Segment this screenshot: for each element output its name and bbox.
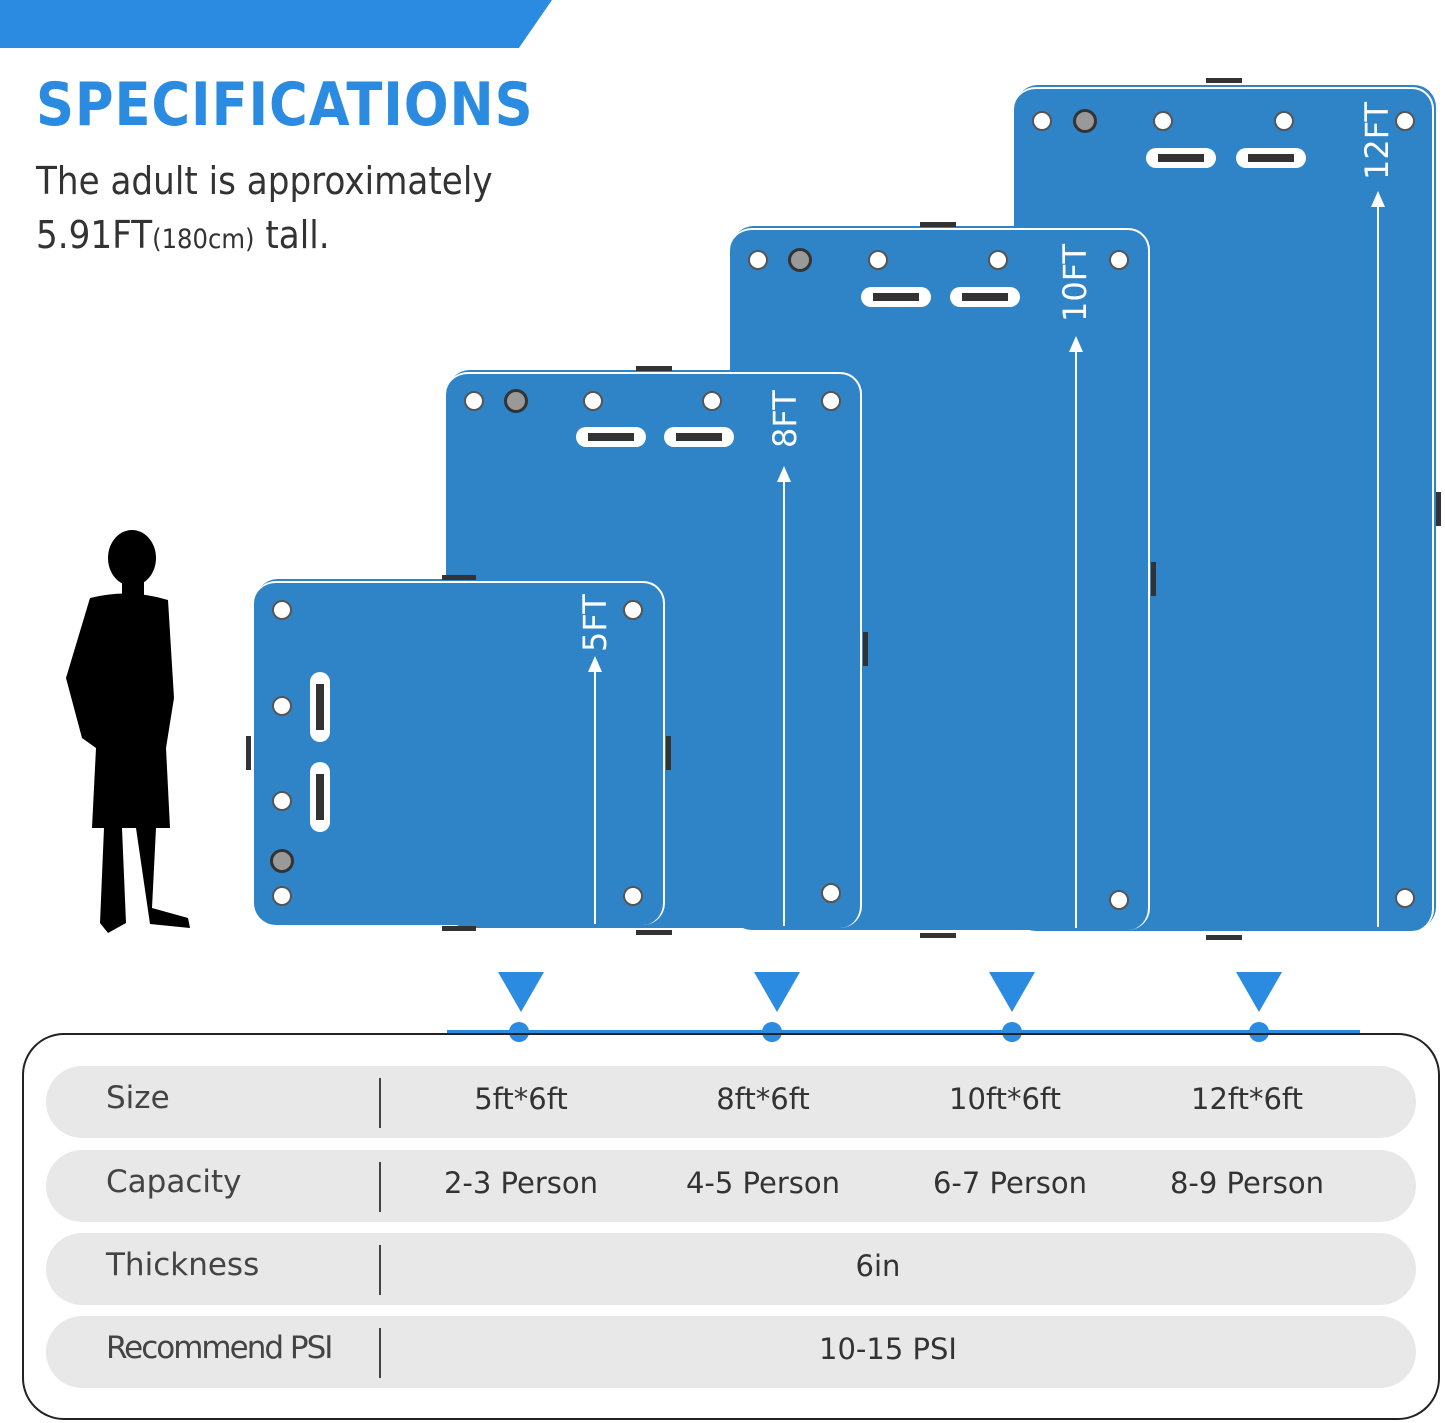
page-title: SPECIFICATIONS [36,70,534,140]
divider [379,1078,381,1128]
pointer-triangle-icon [498,972,544,1012]
d-ring-icon [272,791,292,811]
d-ring-icon [1395,111,1415,131]
table-cell: 5ft*6ft [474,1082,568,1116]
clip [246,736,251,770]
clip [1151,562,1156,596]
d-ring-icon [1395,888,1415,908]
handle-icon [1146,148,1216,168]
pointer-triangle-icon [754,972,800,1012]
table-row-psi: Recommend PSI 10-15 PSI [46,1316,1416,1388]
table-row-capacity: Capacity 2-3 Person 4-5 Person 6-7 Perso… [46,1150,1416,1222]
clip [1206,78,1242,83]
timeline-dot [1002,1022,1022,1042]
mat-5ft [254,581,665,925]
table-row-size: Size 5ft*6ft 8ft*6ft 10ft*6ft 12ft*6ft [46,1066,1416,1138]
d-ring-icon [1032,111,1052,131]
table-cell: 2-3 Person [443,1166,599,1200]
d-ring-icon [623,886,643,906]
d-ring-icon [1109,890,1129,910]
divider [379,1245,381,1295]
clip [920,933,956,938]
d-ring-icon [821,883,841,903]
valve-icon [270,849,294,873]
height-ft: 5.91FT [36,213,153,257]
d-ring-icon [988,250,1008,270]
row-label: Capacity [106,1164,242,1200]
mat-label: 5FT [576,594,614,652]
timeline-dot [762,1022,782,1042]
d-ring-icon [623,600,643,620]
divider [379,1162,381,1212]
handle-icon [664,427,734,447]
clip [863,632,868,666]
length-arrow [1069,336,1083,928]
clip [636,930,672,935]
d-ring-icon [748,250,768,270]
table-cell: 10ft*6ft [949,1082,1061,1116]
subtitle-line1: The adult is approximately [36,159,493,203]
clip [1436,492,1441,526]
d-ring-icon [868,250,888,270]
subtitle-end: tall. [254,213,330,257]
table-cell: 6-7 Person [932,1166,1088,1200]
timeline-line [447,1030,1360,1035]
table-cell: 8ft*6ft [716,1082,810,1116]
d-ring-icon [821,391,841,411]
d-ring-icon [1274,111,1294,131]
d-ring-icon [464,391,484,411]
d-ring-icon [272,696,292,716]
handle-icon [861,287,931,307]
header-banner [0,0,552,48]
length-arrow [588,656,602,924]
pointer-triangle-icon [1236,972,1282,1012]
row-label: Recommend PSI [106,1330,333,1366]
table-cell: 4-5 Person [685,1166,841,1200]
table-cell: 10-15 PSI [819,1332,957,1366]
row-label: Thickness [106,1247,260,1283]
height-cm: (180cm) [152,224,255,255]
mat-label: 12FT [1358,101,1396,180]
table-row-thickness: Thickness 6in [46,1233,1416,1305]
table-cell: 12ft*6ft [1191,1082,1303,1116]
timeline-dot [509,1022,529,1042]
length-arrow [777,466,791,926]
clip [920,222,956,227]
clip [636,366,672,371]
mat-label: 8FT [766,390,804,448]
handle-icon [310,672,330,742]
valve-icon [1073,109,1097,133]
clip [442,926,476,931]
clip [666,736,671,770]
d-ring-icon [272,886,292,906]
d-ring-icon [272,600,292,620]
timeline-dot [1249,1022,1269,1042]
d-ring-icon [583,391,603,411]
clip [442,575,476,580]
clip [1206,935,1242,940]
handle-icon [576,427,646,447]
length-arrow [1371,191,1385,927]
handle-icon [950,287,1020,307]
mat-label: 10FT [1056,243,1094,322]
valve-icon [504,389,528,413]
d-ring-icon [1153,111,1173,131]
pointer-triangle-icon [989,972,1035,1012]
d-ring-icon [702,391,722,411]
d-ring-icon [1109,250,1129,270]
handle-icon [310,762,330,832]
valve-icon [788,248,812,272]
person-silhouette-icon [66,530,190,933]
table-cell: 8-9 Person [1169,1166,1325,1200]
divider [379,1328,381,1378]
row-label: Size [106,1080,170,1116]
spec-table [22,1033,1440,1420]
table-cell: 6in [855,1249,901,1283]
handle-icon [1236,148,1306,168]
